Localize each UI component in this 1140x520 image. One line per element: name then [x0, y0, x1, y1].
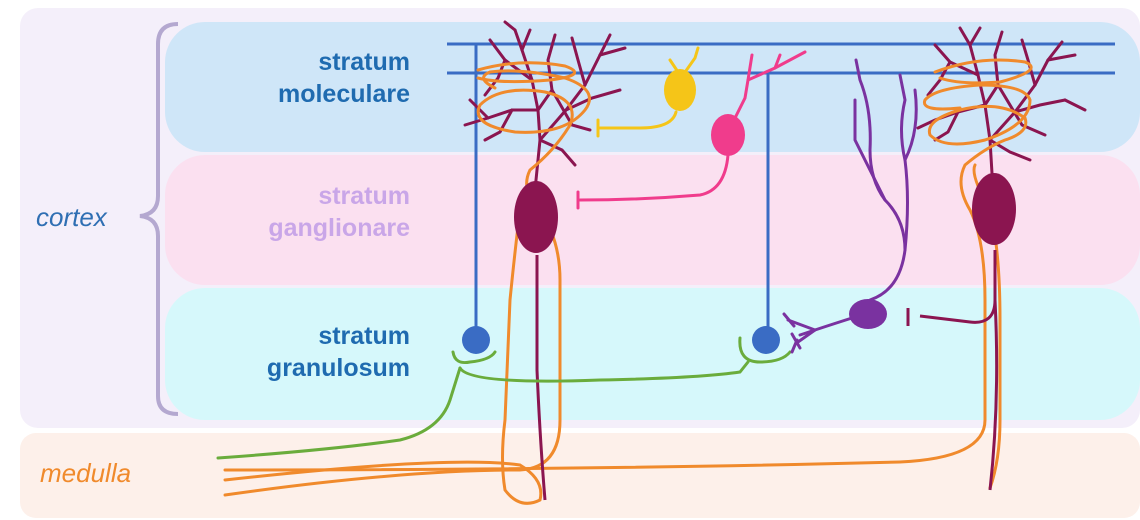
cortex-label: cortex: [36, 202, 107, 233]
layer-label-granulosum: stratum granulosum: [210, 320, 410, 384]
medulla-label: medulla: [40, 458, 131, 489]
basket-soma: [711, 114, 745, 156]
layer-label-granulosum-line1: stratum: [210, 320, 410, 352]
layer-label-ganglionare-line2: ganglionare: [210, 212, 410, 244]
golgi-soma: [849, 299, 887, 329]
granule-cell-2: [752, 326, 780, 354]
layer-label-ganglionare: stratum ganglionare: [210, 180, 410, 244]
layer-label-granulosum-line2: granulosum: [210, 352, 410, 384]
layer-label-moleculare-line2: moleculare: [210, 78, 410, 110]
layer-label-moleculare: stratum moleculare: [210, 46, 410, 110]
granule-cell-1: [462, 326, 490, 354]
layer-label-ganglionare-line1: stratum: [210, 180, 410, 212]
purkinje-soma-1: [514, 181, 558, 253]
layer-label-moleculare-line1: stratum: [210, 46, 410, 78]
stellate-soma: [664, 69, 696, 111]
purkinje-soma-2: [972, 173, 1016, 245]
